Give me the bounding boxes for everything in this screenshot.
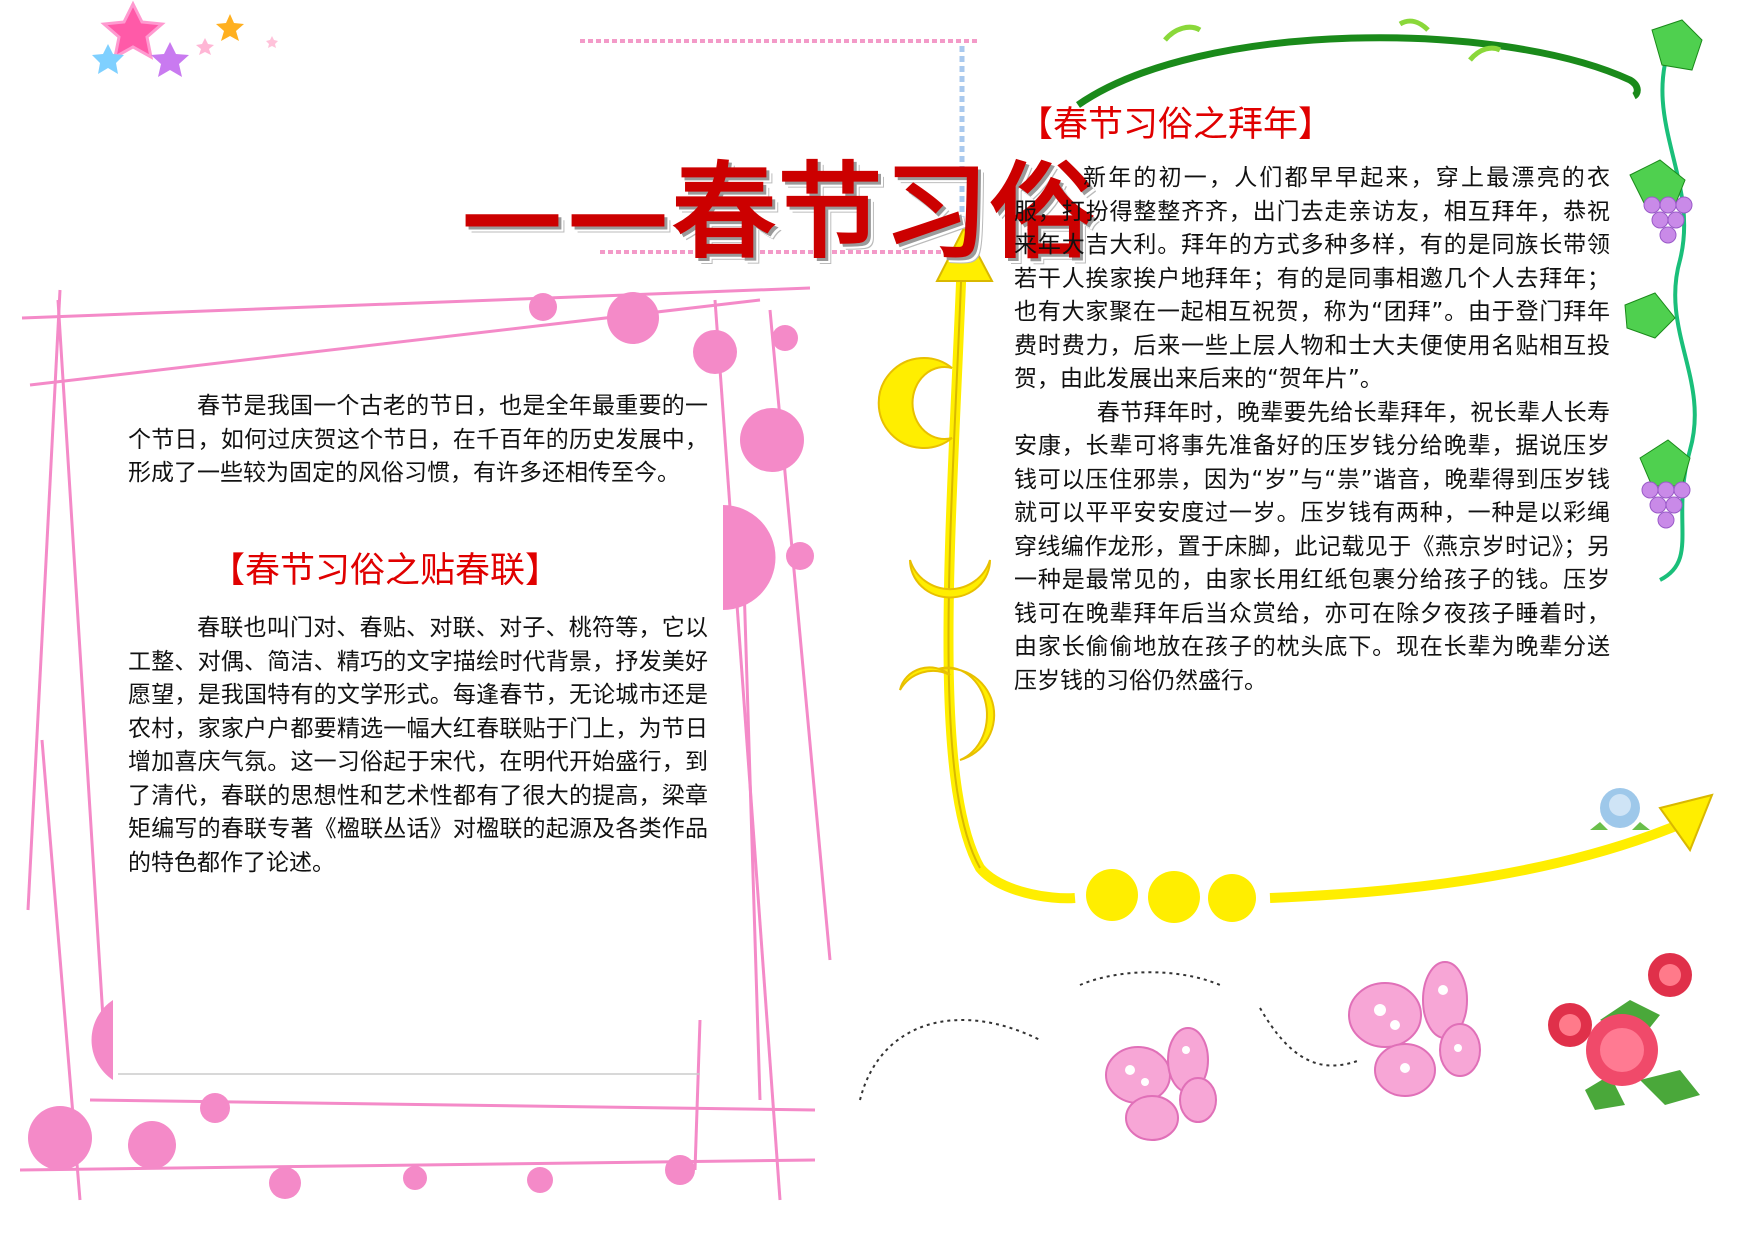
- grape-vine-icon: [1624, 19, 1703, 582]
- new-year-visit-section: 新年的初一，人们都早早起来，穿上最漂亮的衣服，打扮得整整齐齐，出门去走亲访友，相…: [1014, 162, 1610, 698]
- couplets-heading: 【春节习俗之贴春联】: [210, 551, 561, 591]
- couplets-paragraph: 春联也叫门对、春贴、对联、对子、桃符等，它以工整、对偶、简洁、精巧的文字描绘时代…: [128, 612, 708, 880]
- yellow-arrow: [935, 225, 1714, 904]
- new-year-visit-paragraph-1: 新年的初一，人们都早早起来，穿上最漂亮的衣服，打扮得整整齐齐，出门去走亲访友，相…: [1014, 165, 1610, 392]
- intro-text: 春节是我国一个古老的节日，也是全年最重要的一个节日，如何过庆贺这个节日，在千百年…: [128, 393, 708, 486]
- dashed-frame-lines: [580, 39, 978, 254]
- page-title: ——春节习俗: [460, 150, 1097, 273]
- roses-icon: [1548, 953, 1700, 1110]
- new-year-visit-heading: 【春节习俗之拜年】: [1018, 105, 1334, 145]
- butterflies-icon: [859, 961, 1481, 1141]
- couplets-text: 春联也叫门对、春贴、对联、对子、桃符等，它以工整、对偶、简洁、精巧的文字描绘时代…: [128, 615, 708, 876]
- new-year-visit-paragraph-2: 春节拜年时，晚辈要先给长辈拜年，祝长辈人长寿安康，长辈可将事先准备好的压岁钱分给…: [1014, 399, 1610, 694]
- pink-dots: [28, 292, 814, 1199]
- yellow-dots: [1086, 869, 1256, 923]
- moons: [877, 357, 996, 761]
- blue-flower-icon: [1590, 788, 1650, 830]
- stars-cluster-icon: [92, 0, 278, 77]
- vine-arch: [1076, 18, 1641, 108]
- intro-paragraph: 春节是我国一个古老的节日，也是全年最重要的一个节日，如何过庆贺这个节日，在千百年…: [128, 390, 708, 491]
